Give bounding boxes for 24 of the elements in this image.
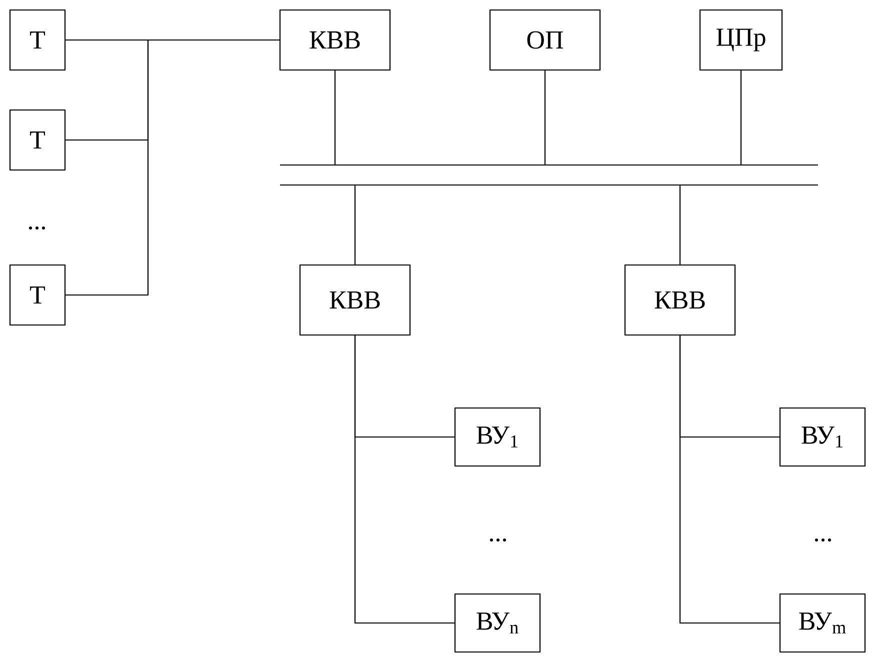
- bus-bar: [280, 164, 818, 186]
- connector-line: [334, 70, 336, 164]
- process-box: КВВ: [624, 264, 736, 336]
- process-box: ВУ$_{n}$: [454, 593, 541, 653]
- ellipsis-label: ...: [28, 226, 46, 230]
- process-box: ВУ$_{m}$: [779, 593, 866, 653]
- process-box: ВУ$_{1}$: [454, 407, 541, 467]
- connector-line: [354, 186, 356, 264]
- process-box: КВВ: [299, 264, 411, 336]
- process-box: ЦПр: [699, 9, 783, 71]
- connector-line: [679, 186, 681, 264]
- connector-line: [66, 39, 280, 296]
- connector-line: [544, 70, 546, 164]
- process-box: Т: [9, 264, 66, 326]
- ellipsis-label: ...: [490, 538, 506, 542]
- ellipsis-label: ...: [814, 538, 832, 542]
- process-box: ОП: [489, 9, 601, 71]
- process-box: Т: [9, 109, 66, 171]
- process-box: КВВ: [279, 9, 391, 71]
- connector-line: [740, 70, 742, 164]
- connector-line: [679, 336, 780, 624]
- process-box: ВУ$_{1}$: [779, 407, 866, 467]
- process-box: Т: [9, 9, 66, 71]
- connector-line: [354, 336, 454, 624]
